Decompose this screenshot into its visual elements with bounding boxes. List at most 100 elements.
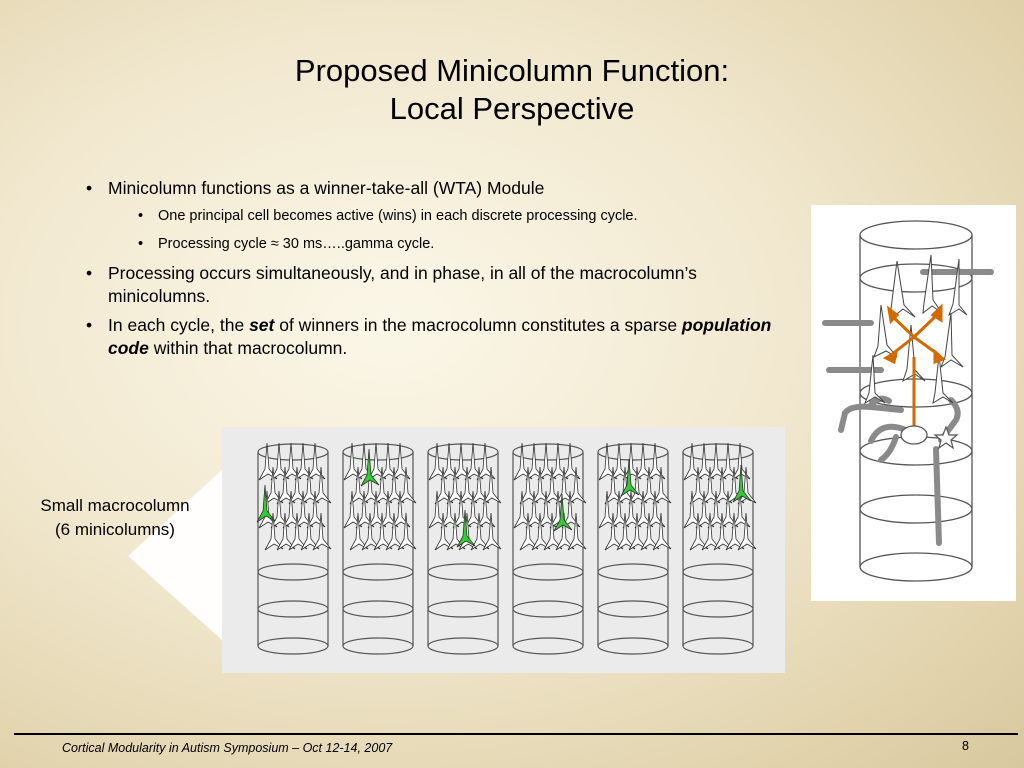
pyramidal-cell	[476, 490, 496, 529]
pyramidal-cell	[343, 442, 363, 481]
pyramidal-cell	[306, 442, 326, 481]
minicolumn-diagram	[811, 205, 1016, 601]
pyramidal-cell	[561, 490, 581, 529]
bullet-wta-module: Minicolumn functions as a winner-take-al…	[86, 177, 776, 200]
pyramidal-cell	[634, 490, 654, 529]
pyramidal-cell	[264, 466, 284, 505]
macrocolumn-diagram	[222, 427, 785, 673]
pyramidal-cell	[652, 466, 672, 505]
pyramidal-cell	[561, 442, 581, 481]
pyramidal-cell	[610, 442, 630, 481]
pyramidal-cell	[519, 466, 539, 505]
pyramidal-cell	[719, 490, 739, 529]
pyramidal-cell	[646, 490, 666, 529]
pyramidal-cell	[482, 466, 502, 505]
pyramidal-cell	[634, 442, 654, 481]
pyramidal-cell	[282, 490, 302, 529]
pyramidal-cell	[543, 466, 563, 505]
pyramidal-cell	[306, 490, 326, 529]
sub-bullet-principal-cell: One principal cell becomes active (wins)…	[136, 206, 776, 226]
pyramidal-cell	[440, 442, 460, 481]
pyramidal-cell	[604, 466, 624, 505]
pyramidal-cell	[719, 442, 739, 481]
pyramidal-cell	[616, 512, 636, 551]
pyramidal-cell	[464, 442, 484, 481]
bullet3-text-mid: of winners in the macrocolumn constitute…	[274, 315, 682, 335]
pyramidal-cell	[549, 442, 569, 481]
pyramidal-cell	[397, 466, 417, 505]
bullet3-code-emphasis: population code	[108, 315, 772, 358]
pyramidal-cell	[695, 442, 715, 481]
pyramidal-cell	[428, 442, 448, 481]
winner-cell	[620, 458, 640, 497]
sub-bullet-processing-cycle: Processing cycle ≈ 30 ms…..gamma cycle.	[136, 234, 776, 254]
pyramidal-cell	[476, 442, 496, 481]
winner-cell	[360, 448, 380, 487]
pyramidal-cell	[567, 466, 587, 505]
minicolumn	[512, 442, 587, 655]
pyramidal-cell	[683, 442, 703, 481]
pyramidal-cell	[531, 512, 551, 551]
pyramidal-cell	[349, 512, 369, 551]
pyramidal-cell	[482, 512, 502, 551]
pyramidal-cell	[713, 512, 733, 551]
footer-divider	[14, 733, 1018, 735]
macrocolumn-drawing	[256, 442, 757, 655]
pyramidal-cell	[701, 466, 721, 505]
pyramidal-cell	[731, 490, 751, 529]
pyramidal-cell	[701, 512, 721, 551]
pyramidal-cell	[452, 442, 472, 481]
bullet-population-code: In each cycle, the set of winners in the…	[86, 314, 776, 360]
title-line-2: Local Perspective	[389, 91, 635, 126]
pyramidal-cell	[683, 490, 703, 529]
pyramidal-cell	[689, 512, 709, 551]
pyramidal-cell	[397, 512, 417, 551]
bullet3-text-pre: In each cycle, the	[108, 315, 250, 335]
pyramidal-cell	[391, 442, 411, 481]
bullet3-set-emphasis: set	[249, 315, 275, 335]
footer-text: Cortical Modularity in Autism Symposium …	[62, 741, 393, 755]
pyramidal-cell	[385, 466, 405, 505]
pyramidal-cell	[446, 466, 466, 505]
pyramidal-cell	[567, 512, 587, 551]
slide-title: Proposed Minicolumn Function: Local Pers…	[0, 52, 1024, 128]
pyramidal-cell	[555, 512, 575, 551]
pyramidal-cell	[300, 512, 320, 551]
page-number: 8	[962, 739, 969, 753]
pyramidal-cell	[361, 512, 381, 551]
pyramidal-cell	[270, 442, 290, 481]
macrocolumn-label-line-2: (6 minicolumns)	[55, 520, 175, 539]
pyramidal-cell	[640, 466, 660, 505]
pyramidal-cell	[373, 466, 393, 505]
pyramidal-cell	[264, 512, 284, 551]
pyramidal-cell	[598, 490, 618, 529]
pyramidal-cell	[525, 442, 545, 481]
pyramidal-cell	[707, 490, 727, 529]
pyramidal-cell	[725, 512, 745, 551]
pyramidal-cell	[294, 442, 314, 481]
bullet3-text-post: within that macrocolumn.	[148, 338, 348, 358]
title-line-1: Proposed Minicolumn Function:	[294, 53, 730, 88]
pyramidal-cell	[367, 490, 387, 529]
pyramidal-cell	[446, 512, 466, 551]
pyramidal-cell	[610, 490, 630, 529]
pyramidal-cell	[385, 512, 405, 551]
pyramidal-cell	[434, 466, 454, 505]
pyramidal-cell	[695, 490, 715, 529]
pyramidal-cell	[367, 442, 387, 481]
pyramidal-cell	[470, 466, 490, 505]
pyramidal-cell	[379, 490, 399, 529]
bullet-simultaneous-processing: Processing occurs simultaneously, and in…	[86, 262, 776, 308]
pyramidal-cell	[458, 466, 478, 505]
pyramidal-cell	[294, 490, 314, 529]
pyramidal-cell	[343, 490, 363, 529]
pyramidal-cell	[598, 442, 618, 481]
minicolumn	[342, 442, 417, 655]
minicolumn	[682, 442, 757, 655]
pyramidal-cell	[652, 512, 672, 551]
minicolumn	[256, 442, 332, 655]
pyramidal-cell	[713, 466, 733, 505]
bullet-list: Minicolumn functions as a winner-take-al…	[86, 177, 776, 366]
pyramidal-cell	[288, 466, 308, 505]
